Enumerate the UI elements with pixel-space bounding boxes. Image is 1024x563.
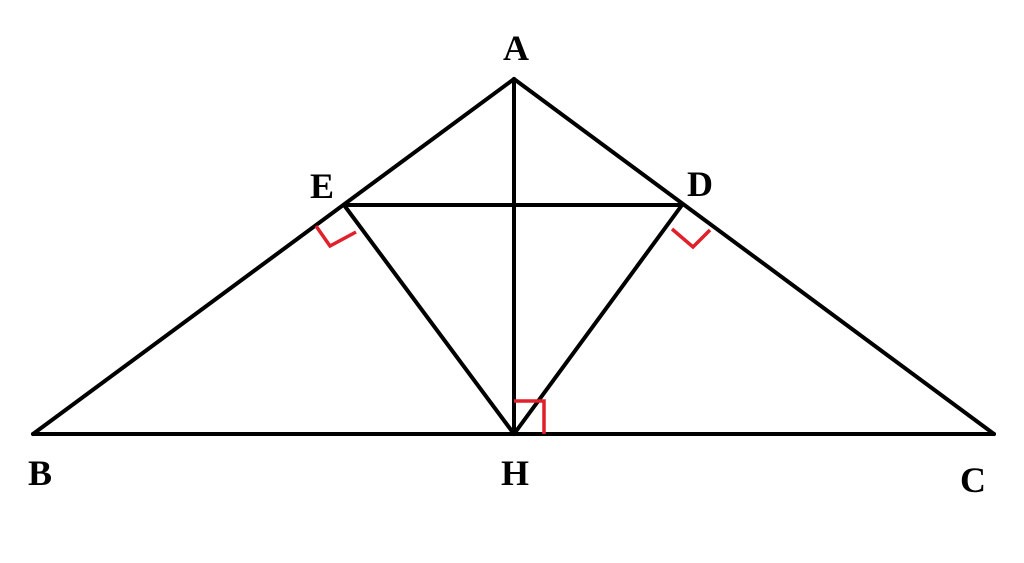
point-labels: A B C H E D: [28, 28, 986, 500]
segment-ab: [31, 77, 516, 436]
right-angle-marker-e: [314, 224, 357, 249]
segments: [31, 77, 996, 436]
segment-he: [342, 203, 516, 436]
segment-ac: [512, 77, 996, 436]
label-d: D: [687, 164, 713, 204]
right-angle-marker-d: [670, 227, 712, 250]
right-angle-markers: [314, 224, 712, 434]
label-h: H: [501, 453, 529, 493]
segment-hd: [512, 203, 684, 436]
label-a: A: [503, 28, 529, 68]
label-b: B: [28, 453, 52, 493]
label-e: E: [310, 166, 334, 206]
right-angle-marker-h: [514, 399, 546, 434]
label-c: C: [960, 460, 986, 500]
